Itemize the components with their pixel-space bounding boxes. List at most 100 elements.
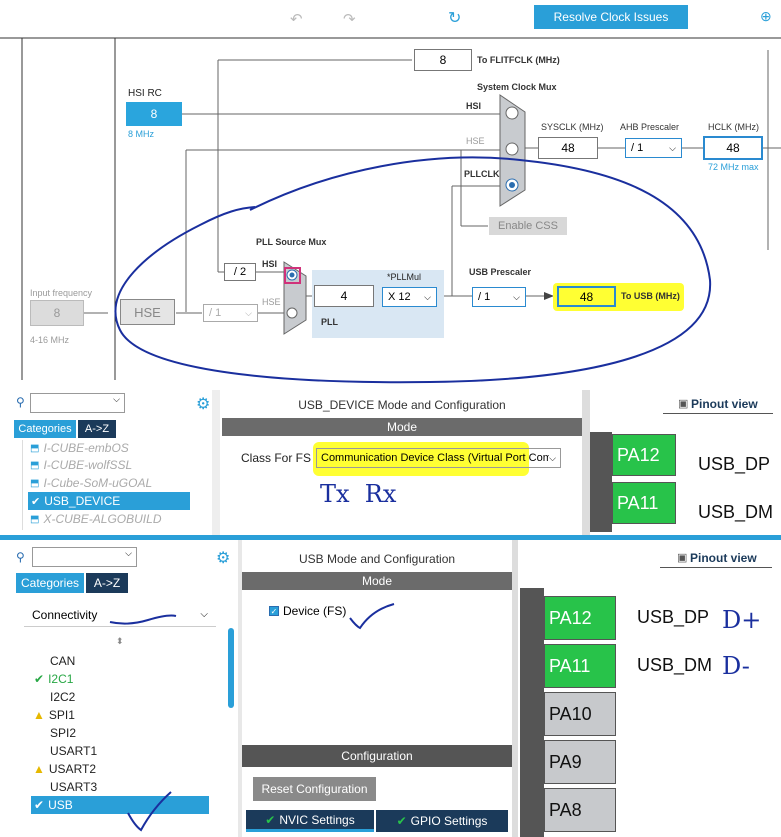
list-item[interactable]: I2C2 xyxy=(50,690,75,704)
tab-categories[interactable]: Categories xyxy=(14,420,76,438)
undo-icon[interactable]: ↶ xyxy=(290,11,303,28)
chip-edge xyxy=(590,432,612,532)
pll-value[interactable]: 4 xyxy=(314,285,374,307)
pllmul-value: X 12 xyxy=(388,291,411,303)
redo-icon[interactable]: ↷ xyxy=(343,11,356,28)
gear-icon[interactable]: ⚙ xyxy=(196,396,211,413)
tree-item-label: X-CUBE-ALGOBUILD xyxy=(43,512,162,526)
list-item-label: SPI2 xyxy=(50,726,77,740)
scroll-divider[interactable] xyxy=(582,390,590,535)
pllmul-select[interactable]: X 12 ⌵ xyxy=(382,287,437,307)
tree-item-label: I-Cube-SoM-uGOAL xyxy=(43,476,153,490)
pin-pa11[interactable]: PA11 xyxy=(612,482,676,524)
sysmux-label: System Clock Mux xyxy=(477,82,557,92)
mux-hsi-label: HSI xyxy=(466,101,482,111)
tab-az[interactable]: A->Z xyxy=(78,420,116,438)
pll-src-hse-label: HSE xyxy=(262,297,281,307)
pinout-underline xyxy=(660,567,772,568)
device-fs-checkbox[interactable]: ✓ Device (FS) xyxy=(269,604,346,618)
list-item-label: USART3 xyxy=(50,780,98,794)
scroll-divider[interactable] xyxy=(512,540,518,837)
ahb-prescaler-label: AHB Prescaler xyxy=(620,122,680,132)
list-item-selected[interactable]: ✔USB xyxy=(31,796,209,814)
sort-icon[interactable]: ⬍ xyxy=(116,636,124,646)
hsi-rc-freq: 8 MHz xyxy=(128,129,155,139)
list-item[interactable]: USART3 xyxy=(50,780,97,794)
hse-divider-select[interactable]: / 1 ⌵ xyxy=(203,304,258,322)
warning-icon: ▲ xyxy=(33,762,45,776)
clock-wires xyxy=(0,37,781,384)
tree-scrollbar[interactable] xyxy=(228,628,234,708)
pin-pa9[interactable]: PA9 xyxy=(544,740,616,784)
usb-output-value[interactable]: 48 xyxy=(557,286,616,307)
search-icon: ⚲ xyxy=(16,550,25,564)
tab-nvic-settings[interactable]: ✔NVIC Settings xyxy=(246,810,374,832)
list-item[interactable]: USART1 xyxy=(50,744,97,758)
usb-prescaler-label: USB Prescaler xyxy=(469,267,532,277)
pin-pa12[interactable]: PA12 xyxy=(612,434,676,476)
list-item[interactable]: ▲SPI1 xyxy=(33,708,75,722)
class-select[interactable]: Communication Device Class (Virtual Port… xyxy=(316,448,561,468)
sysclk-value[interactable]: 48 xyxy=(538,137,598,159)
tab-label: GPIO Settings xyxy=(410,814,488,828)
pin-label: PA11 xyxy=(549,655,591,676)
pin-pa12[interactable]: PA12 xyxy=(544,596,616,640)
pinout-view-link[interactable]: Pinout view xyxy=(691,397,758,411)
tab-categories[interactable]: Categories xyxy=(16,573,84,593)
tree-item[interactable]: ⬒I-CUBE-embOS xyxy=(30,441,129,455)
pin-signal: USB_DM xyxy=(637,655,713,675)
enable-css-button[interactable]: Enable CSS xyxy=(489,217,567,235)
separator xyxy=(0,535,781,540)
config-bar: Configuration xyxy=(242,745,512,767)
flitf-label: To FLITFCLK (MHz) xyxy=(477,55,560,65)
usb-panel: ⚲ ⌵ ⚙ Categories A->Z Connectivity ⌵ ⬍ C… xyxy=(0,540,781,837)
resolve-clock-issues-button[interactable]: Resolve Clock Issues xyxy=(534,5,688,29)
pinout-view-link[interactable]: Pinout view xyxy=(690,551,757,565)
hse-divider-value: / 1 xyxy=(209,307,222,319)
connectivity-header[interactable]: Connectivity ⌵ xyxy=(24,603,216,627)
hclk-value[interactable]: 48 xyxy=(703,136,763,160)
tree-scroll-track xyxy=(238,540,242,837)
list-item[interactable]: ✔I2C1 xyxy=(34,672,73,686)
input-frequency-range: 4-16 MHz xyxy=(30,335,70,345)
tree-item[interactable]: ⬒I-CUBE-wolfSSL xyxy=(30,458,132,472)
usb-prescaler-select[interactable]: / 1 ⌵ xyxy=(472,287,526,307)
sysclk-label: SYSCLK (MHz) xyxy=(541,122,604,132)
annotation-underline xyxy=(109,614,177,625)
pin-pa8[interactable]: PA8 xyxy=(544,788,616,832)
chevron-down-icon: ⌵ xyxy=(549,452,556,463)
category-search-select[interactable]: ⌵ xyxy=(32,547,137,567)
zoom-in-icon[interactable]: ⊕ xyxy=(760,8,772,24)
reset-configuration-button[interactable]: Reset Configuration xyxy=(253,777,376,801)
list-item-label: I2C2 xyxy=(50,690,76,704)
category-search-select[interactable]: ⌵ xyxy=(30,393,125,413)
handwriting-dminus: D- xyxy=(722,652,750,680)
list-item-label: I2C1 xyxy=(48,672,74,686)
usb-prescaler-value: / 1 xyxy=(478,291,491,303)
tree-item[interactable]: ⬒X-CUBE-ALGOBUILD xyxy=(30,512,161,526)
package-icon: ⬒ xyxy=(30,442,40,454)
ahb-prescaler-select[interactable]: / 1 ⌵ xyxy=(625,138,682,158)
list-item[interactable]: ▲USART2 xyxy=(33,762,96,776)
input-frequency-value[interactable]: 8 xyxy=(30,300,84,326)
pin-pa11[interactable]: PA11 xyxy=(544,644,616,688)
tab-gpio-settings[interactable]: ✔GPIO Settings xyxy=(376,810,508,832)
handwriting-dplus: D+ xyxy=(722,606,762,634)
panel-divider[interactable] xyxy=(212,390,220,535)
chevron-down-icon: ⌵ xyxy=(424,291,431,302)
tree-item-selected[interactable]: ✔USB_DEVICE xyxy=(28,492,190,510)
tree-item[interactable]: ⬒I-Cube-SoM-uGOAL xyxy=(30,476,152,490)
usb-device-panel: ⌵ ⚲ ⚙ Categories A->Z ⬒I-CUBE-embOS ⬒I-C… xyxy=(0,390,781,535)
list-item[interactable]: SPI2 xyxy=(50,726,76,740)
pinout-icon: ▣ xyxy=(677,552,688,564)
tab-az[interactable]: A->Z xyxy=(86,573,128,593)
package-icon: ⬒ xyxy=(30,513,40,525)
refresh-icon[interactable]: ↻ xyxy=(448,10,462,27)
annotation-check xyxy=(349,603,395,630)
list-item-label: USB xyxy=(48,798,73,812)
list-item[interactable]: CAN xyxy=(50,654,75,668)
flitf-value[interactable]: 8 xyxy=(414,49,472,71)
gear-icon[interactable]: ⚙ xyxy=(216,550,231,567)
mux-hse-label: HSE xyxy=(466,136,485,146)
pin-pa10[interactable]: PA10 xyxy=(544,692,616,736)
